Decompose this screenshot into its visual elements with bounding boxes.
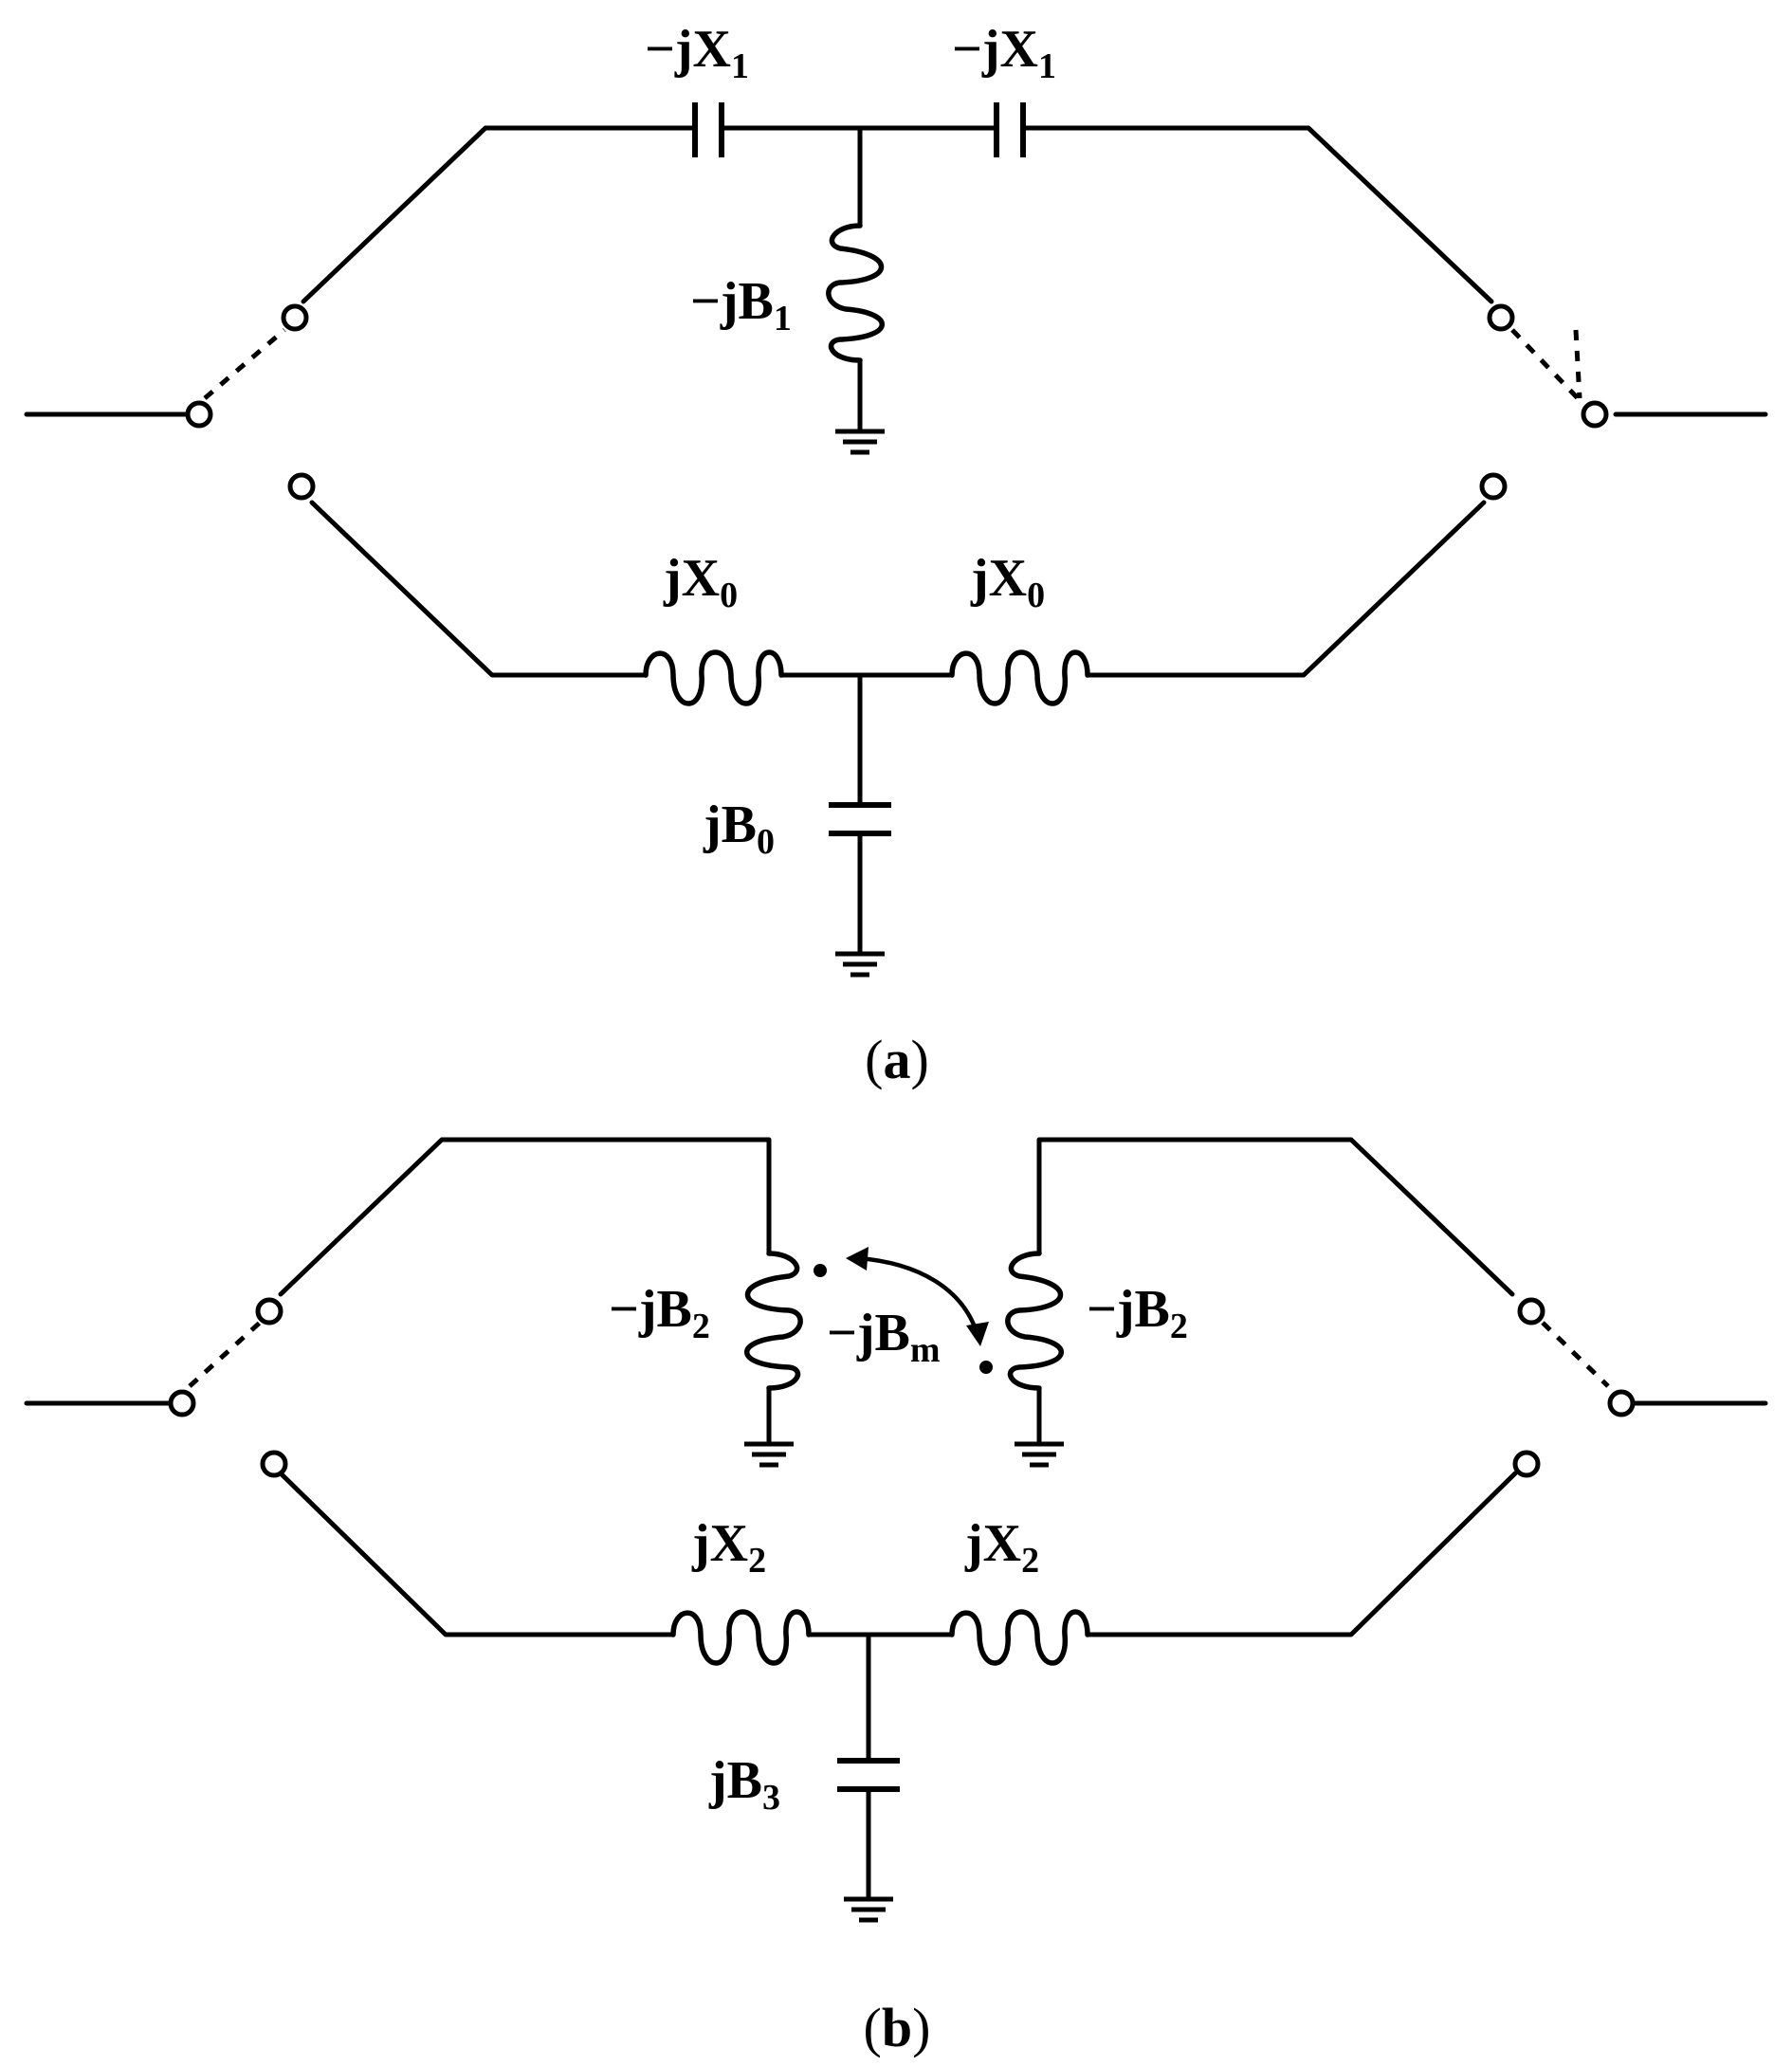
switch-throw-right-a	[1573, 329, 1582, 399]
ground-symbol-a2	[835, 951, 885, 978]
switch-throw-terminal-lower-left-b	[260, 1450, 288, 1478]
panel-a: −jX1 −jX1 −jB1 jX0 jX0 jB0 (a)	[24, 20, 1768, 1090]
label-shunt-inductor-b2-right: −jB2	[1087, 1280, 1188, 1346]
switch-throw-terminal-upper-right-b	[1517, 1297, 1545, 1326]
switch-throw-right-a2	[1510, 328, 1580, 400]
series-inductor-x0-left	[643, 649, 784, 706]
ground-symbol-b3	[844, 1896, 893, 1923]
caption-a: (a)	[865, 1029, 929, 1090]
series-inductor-x2-right	[949, 1609, 1090, 1666]
label-shunt-cap-b0: jB0	[703, 795, 775, 862]
polarity-dot-right	[979, 1361, 993, 1374]
shunt-inductor-b2-left	[744, 1251, 803, 1391]
label-series-inductor-x2-right: jX2	[964, 1514, 1039, 1581]
switch-throw-left-b	[188, 1321, 262, 1388]
upper-branch-right-wire-b	[1036, 1137, 1515, 1297]
label-cap-x1-right: −jX1	[952, 20, 1056, 86]
label-series-inductor-x2-left: jX2	[691, 1514, 766, 1581]
lower-branch-left-wire	[309, 500, 649, 678]
caption-b: (b)	[864, 1997, 931, 2058]
switch-throw-terminal-lower-right-a	[1479, 472, 1508, 501]
switch-throw-terminal-lower-right-b	[1512, 1450, 1541, 1478]
switch-common-terminal-left-b	[168, 1389, 196, 1417]
label-mutual-coupling: −jBm	[827, 1304, 941, 1370]
lower-branch-right-wire	[1085, 500, 1487, 678]
mutual-coupling-arrow	[855, 1255, 979, 1335]
series-inductor-x2-left	[670, 1609, 812, 1666]
polarity-dot-left	[814, 1264, 827, 1277]
lower-branch-left-wire-b	[278, 1471, 676, 1637]
switch-common-terminal-left-a	[185, 400, 213, 429]
switch-common-terminal-right-a	[1581, 400, 1609, 429]
switch-throw-terminal-upper-right-a	[1487, 303, 1515, 332]
lower-branch-right-wire-b	[1085, 1471, 1518, 1637]
switch-throw-terminal-lower-left-a	[287, 472, 316, 501]
panel-b: −jB2 −jB2 −jBm jX2 jX2 jB3 (b)	[24, 1137, 1768, 2058]
label-shunt-cap-b3: jB3	[708, 1751, 780, 1818]
switch-throw-right-b	[1541, 1321, 1610, 1388]
switch-throw-left-a	[203, 328, 286, 400]
label-shunt-inductor-b2-left: −jB2	[609, 1280, 710, 1346]
switch-common-terminal-right-b	[1607, 1389, 1636, 1417]
upper-branch-left-wire-b	[278, 1137, 772, 1297]
upper-branch-right-wire	[1023, 125, 1494, 304]
shunt-inductor-b1	[826, 223, 885, 363]
label-series-inductor-x0-left: jX0	[663, 549, 738, 615]
shunt-inductor-b2-right	[1005, 1251, 1064, 1391]
switch-throw-terminal-upper-left-a	[281, 303, 309, 332]
mutual-arrowhead-end	[966, 1322, 989, 1346]
upper-branch-left-wire	[301, 125, 695, 304]
switch-throw-terminal-upper-left-b	[255, 1297, 283, 1326]
mutual-arrowhead-start	[846, 1247, 869, 1271]
ground-symbol-b1	[744, 1441, 794, 1468]
label-shunt-inductor-b1: −jB1	[690, 272, 792, 338]
label-series-inductor-x0-right: jX0	[970, 549, 1045, 615]
series-inductor-x0-right	[949, 649, 1090, 706]
ground-symbol-b2	[1015, 1441, 1064, 1468]
ground-symbol-a1	[835, 429, 885, 455]
label-cap-x1-left: −jX1	[645, 20, 749, 86]
